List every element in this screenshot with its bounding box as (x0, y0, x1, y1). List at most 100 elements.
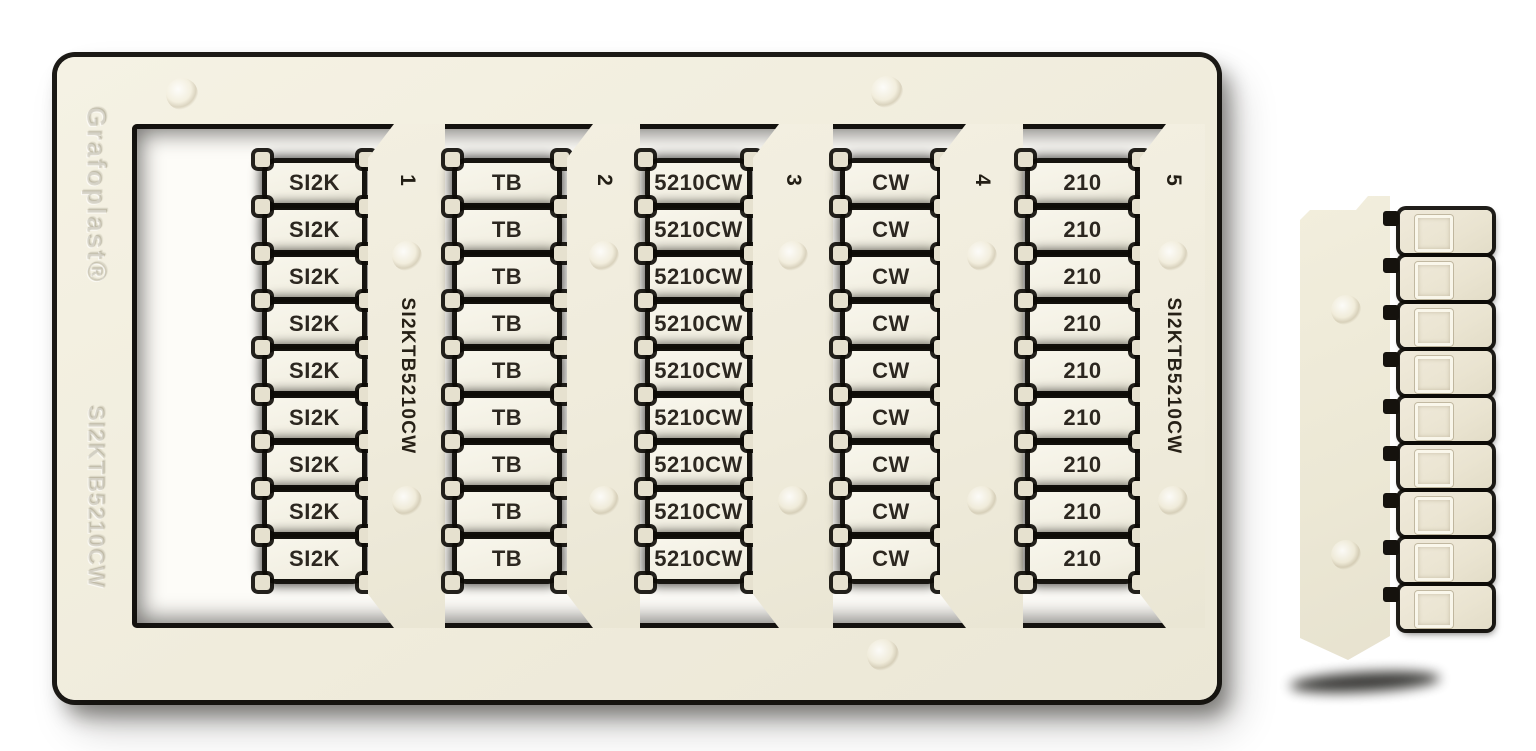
connector-tab (638, 387, 653, 402)
marker-tag: SI2K (267, 210, 362, 250)
connector-tab (255, 434, 270, 449)
connector-tab (638, 340, 653, 355)
connector-tab (638, 528, 653, 543)
marker-tag-label: CW (872, 311, 910, 336)
marker-tag-label: TB (491, 499, 523, 524)
connector-tab (1018, 152, 1033, 167)
connector-tab (255, 387, 270, 402)
mold-mark (166, 78, 198, 110)
rail-part-number: SI2KTB5210CW (396, 297, 418, 455)
connector-tab (1383, 258, 1399, 273)
marker-tag: 210 (1030, 163, 1135, 203)
marker-tag: TB (457, 257, 557, 297)
marker-tag: SI2K (267, 445, 362, 485)
rail-number: 5 (1161, 174, 1185, 186)
marker-tag: 210 (1030, 398, 1135, 438)
marker-tag: TB (457, 163, 557, 203)
marker-tag-label: 5210CW (654, 311, 743, 336)
marker-tag: TB (457, 304, 557, 344)
marker-tag: SI2K (267, 304, 362, 344)
marker-tag-label: CW (872, 499, 910, 524)
connector-tab (638, 481, 653, 496)
marker-tag: TB (457, 210, 557, 250)
connector-tab (554, 246, 569, 261)
marker-tag-label: SI2K (289, 499, 340, 524)
connector-tab (1383, 446, 1399, 461)
marker-tag-label: SI2K (289, 264, 340, 289)
marker-tag: CW (845, 492, 937, 532)
connector-tab (638, 199, 653, 214)
marker-rail: 3 (753, 124, 833, 628)
connector-tab (554, 293, 569, 308)
marker-tag-label: TB (491, 264, 523, 289)
mold-mark (588, 486, 619, 516)
connector-tab (445, 387, 460, 402)
marker-tag: SI2K (267, 398, 362, 438)
connector-tab (1383, 352, 1399, 367)
connector-tab (638, 246, 653, 261)
marker-tag: 210 (1030, 445, 1135, 485)
marker-tag-label: SI2K (289, 170, 340, 195)
marker-tag-label: CW (872, 358, 910, 383)
connector-tab (445, 340, 460, 355)
mold-mark (391, 486, 422, 516)
connector-tab (1018, 387, 1033, 402)
marker-tag-label: TB (491, 311, 523, 336)
connector-tab (833, 434, 848, 449)
connector-tab (255, 152, 270, 167)
marker-tag: CW (845, 398, 937, 438)
marker-tag: 5210CW (650, 257, 747, 297)
marker-tag-label: SI2K (289, 311, 340, 336)
marker-tag-label: 5210CW (654, 499, 743, 524)
marker-tag: 210 (1030, 210, 1135, 250)
tag-holder (1383, 210, 1492, 253)
marker-tag: SI2K (267, 539, 362, 579)
connector-tab (255, 528, 270, 543)
rail-number: 3 (782, 174, 805, 186)
marker-tag-label: TB (491, 405, 523, 430)
rail-part-number: SI2KTB5210CW (1162, 297, 1184, 455)
marker-tag: CW (845, 163, 937, 203)
marker-rail: 2 (567, 124, 640, 628)
marker-tag: 5210CW (650, 398, 747, 438)
marker-tag: CW (845, 304, 937, 344)
connector-tab (554, 434, 569, 449)
marker-tag-label: CW (872, 217, 910, 242)
connector-tab (255, 340, 270, 355)
marker-tag-label: CW (872, 264, 910, 289)
connector-tab (445, 528, 460, 543)
tag-holder (1383, 539, 1492, 582)
rail-number: 1 (395, 174, 419, 186)
connector-tab (445, 293, 460, 308)
marker-tag-label: SI2K (289, 405, 340, 430)
tag-holder (1383, 445, 1492, 488)
marker-tag: 5210CW (650, 304, 747, 344)
holder-pockets (1383, 210, 1492, 629)
marker-tag-label: 210 (1063, 405, 1102, 430)
marker-tag-label: 5210CW (654, 452, 743, 477)
connector-tab (833, 481, 848, 496)
marker-tag: 5210CW (650, 445, 747, 485)
marker-rail: 4 (940, 124, 1023, 628)
connector-tab (833, 293, 848, 308)
connector-tab (638, 575, 653, 590)
tag-holder (1383, 351, 1492, 394)
connector-tab (833, 246, 848, 261)
connector-tab (445, 575, 460, 590)
connector-tab (445, 246, 460, 261)
connector-tab (255, 481, 270, 496)
marker-tag: 5210CW (650, 351, 747, 391)
marker-tag: 210 (1030, 351, 1135, 391)
marker-tag-label: SI2K (289, 546, 340, 571)
marker-tag-label: 210 (1063, 170, 1102, 195)
connector-tab (1018, 528, 1033, 543)
marker-tag: 210 (1030, 257, 1135, 297)
cast-shadow (1289, 668, 1441, 696)
marker-tag-label: CW (872, 405, 910, 430)
marker-tag-label: TB (491, 452, 523, 477)
marker-tag-label: 5210CW (654, 217, 743, 242)
